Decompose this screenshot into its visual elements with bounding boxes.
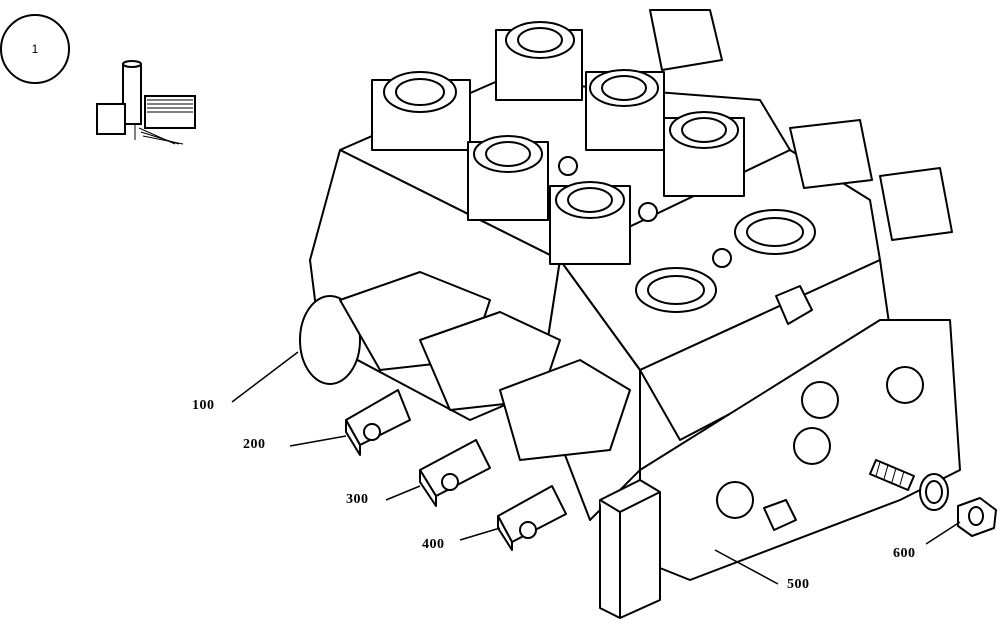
callout-400: 400: [422, 537, 445, 552]
callout-500: 500: [787, 577, 810, 592]
callout-300: 300: [346, 492, 369, 507]
figure-number: 1: [31, 42, 39, 56]
figure-number-badge: 1: [0, 14, 70, 84]
callout-600: 600: [893, 546, 916, 561]
hydraulic-valve-symbol-icon: [96, 60, 196, 145]
callout-200: 200: [243, 437, 266, 452]
callout-100: 100: [192, 398, 215, 413]
